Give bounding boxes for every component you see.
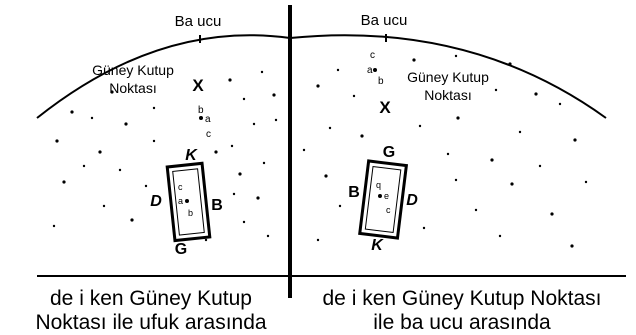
left-pole-marker: X (192, 76, 204, 95)
left-device-point-b: b (188, 208, 193, 218)
right-caption: de i ken Güney Kutup Noktası ile ba ucu … (294, 287, 630, 335)
right-pole-marker: X (379, 98, 391, 117)
left-device-dot-a (185, 199, 189, 203)
right-device-point-q: q (376, 180, 381, 190)
left-device-top: K (185, 147, 198, 164)
right-pole-label-line2: Noktası (424, 87, 471, 103)
right-zenith-label: Ba ucu (361, 12, 408, 29)
right-device-right: D (406, 192, 418, 209)
right-device-top: G (383, 144, 395, 161)
left-star-label-a: a (205, 114, 211, 125)
right-sky-arc (289, 34, 607, 119)
left-device-right: B (211, 197, 223, 214)
star-field (52, 54, 588, 248)
left-device-point-a: a (178, 196, 183, 206)
left-pole-label-line2: Noktası (109, 80, 156, 96)
right-caption-line1: de i ken Güney Kutup Noktası (322, 287, 602, 310)
left-caption: de i ken Güney Kutup Noktası ile ufuk ar… (20, 287, 282, 335)
right-device (358, 159, 409, 240)
left-zenith-label: Ba ucu (175, 13, 222, 30)
right-star-label-b: b (378, 76, 384, 87)
left-star-label-b: b (198, 105, 204, 116)
right-device-point-e: e (384, 191, 389, 201)
left-star-a-dot (199, 116, 203, 120)
right-pole-label-line1: Güney Kutup (407, 69, 489, 85)
right-device-dot-e (378, 194, 382, 198)
left-device-bottom: G (175, 241, 187, 258)
left-device-point-c: c (178, 182, 183, 192)
right-caption-line2: ile ba ucu arasında (373, 311, 551, 334)
right-star-a-dot (373, 68, 377, 72)
right-device-point-c: c (386, 205, 391, 215)
left-caption-line2: Noktası ile ufuk arasında (35, 311, 267, 334)
left-sky-arc (36, 34, 291, 119)
right-device-left: B (348, 184, 360, 201)
right-device-bottom: K (371, 237, 384, 254)
right-star-label-a: a (367, 65, 373, 76)
left-device-left: D (150, 193, 162, 210)
left-star-label-c: c (206, 129, 211, 140)
left-pole-label-line1: Güney Kutup (92, 62, 174, 78)
right-star-label-c: c (370, 50, 375, 61)
left-caption-line1: de i ken Güney Kutup (50, 287, 252, 310)
